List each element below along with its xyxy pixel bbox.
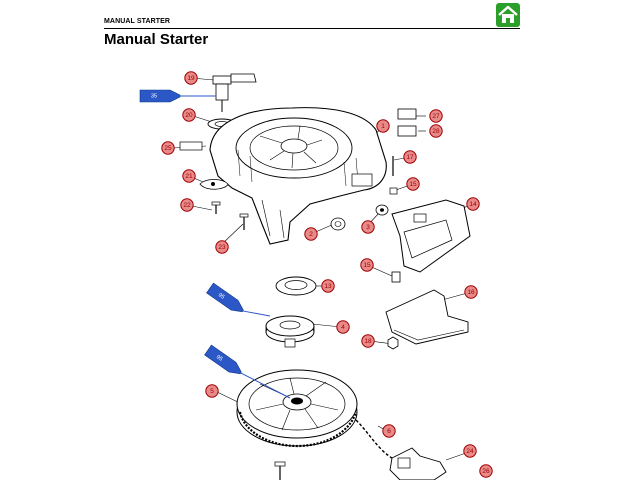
callout-24: 24 <box>463 444 477 458</box>
svg-text:4: 4 <box>341 324 345 331</box>
svg-text:24: 24 <box>466 448 474 455</box>
svg-text:26: 26 <box>482 468 490 475</box>
svg-text:20: 20 <box>185 112 193 119</box>
svg-text:23: 23 <box>218 244 226 251</box>
svg-text:95: 95 <box>217 292 225 300</box>
svg-text:22: 22 <box>183 202 191 209</box>
lower-fastener <box>274 461 286 480</box>
callout-25: 25 <box>161 141 175 155</box>
svg-text:18: 18 <box>364 338 372 345</box>
callout-26: 26 <box>479 464 493 478</box>
sealant-tube-1: 35 <box>139 89 216 103</box>
svg-text:27: 27 <box>432 113 440 120</box>
callout-17: 17 <box>403 150 417 164</box>
svg-text:5: 5 <box>210 388 214 395</box>
small-hardware <box>179 108 417 231</box>
svg-text:17: 17 <box>406 154 414 161</box>
svg-text:6: 6 <box>387 428 391 435</box>
section-label: MANUAL STARTER <box>104 18 171 25</box>
callout-21: 21 <box>182 169 196 183</box>
callout-20: 20 <box>182 108 196 122</box>
svg-text:13: 13 <box>324 283 332 290</box>
sealant-tube-2: 95 <box>206 282 271 317</box>
svg-text:95: 95 <box>215 354 223 362</box>
home-icon <box>498 5 518 23</box>
callout-6: 6 <box>382 424 396 438</box>
header-rule <box>104 28 520 29</box>
callout-5: 5 <box>205 384 219 398</box>
svg-text:15: 15 <box>363 262 371 269</box>
callout-13: 13 <box>321 279 335 293</box>
lockout-bracket <box>391 199 471 273</box>
callout-1: 1 <box>376 119 390 133</box>
callout-22: 22 <box>180 198 194 212</box>
callout-18-3: 18 <box>361 334 375 348</box>
callout-16: 16 <box>464 285 478 299</box>
svg-text:14: 14 <box>469 201 477 208</box>
pulley-drive <box>265 315 315 348</box>
callout-15-2: 15 <box>360 258 374 272</box>
callout-19: 19 <box>184 71 198 85</box>
recoil-pulley <box>236 369 358 448</box>
page-title: Manual Starter <box>104 31 209 48</box>
svg-text:2: 2 <box>309 231 313 238</box>
svg-text:19: 19 <box>187 75 195 82</box>
callout-28: 28 <box>429 124 443 138</box>
svg-text:1: 1 <box>381 123 385 130</box>
sealant-tube-3: 95 <box>204 344 291 399</box>
callout-14: 14 <box>466 197 480 211</box>
callout-2: 2 <box>304 227 318 241</box>
plate-assembly <box>385 271 469 350</box>
callout-3: 3 <box>361 220 375 234</box>
svg-text:21: 21 <box>185 173 193 180</box>
svg-text:25: 25 <box>164 145 172 152</box>
callout-23: 23 <box>215 240 229 254</box>
svg-text:16: 16 <box>467 289 475 296</box>
svg-text:15: 15 <box>409 181 417 188</box>
svg-text:3: 3 <box>366 224 370 231</box>
callout-15: 15 <box>406 177 420 191</box>
starter-handle <box>389 447 447 480</box>
washer-13 <box>275 276 317 296</box>
sealant-tubes: 35 95 95 <box>139 89 291 399</box>
starter-housing <box>209 107 387 245</box>
drive-shaft <box>212 73 257 112</box>
starter-rope <box>355 419 405 465</box>
svg-text:28: 28 <box>432 128 440 135</box>
svg-text:35: 35 <box>151 94 157 100</box>
callout-4: 4 <box>336 320 350 334</box>
home-button[interactable] <box>496 3 520 27</box>
callout-27: 27 <box>429 109 443 123</box>
